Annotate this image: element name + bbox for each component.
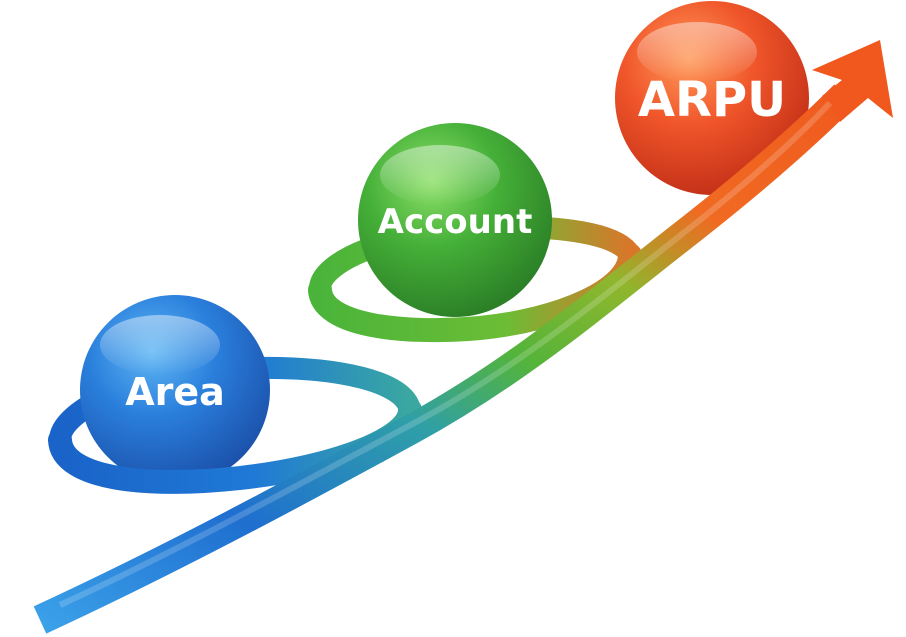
sphere-arpu: ARPU xyxy=(615,1,809,195)
arrow-head-icon xyxy=(812,40,893,122)
ribbon-highlight xyxy=(58,100,833,608)
sphere-account: Account xyxy=(358,123,552,317)
stage-label-area: Area xyxy=(125,370,225,414)
stage-label-arpu: ARPU xyxy=(638,72,786,128)
sphere-area: Area xyxy=(80,295,270,485)
growth-ribbon xyxy=(33,40,893,634)
stage-label-account: Account xyxy=(378,202,533,242)
ribbon-body xyxy=(33,84,856,634)
